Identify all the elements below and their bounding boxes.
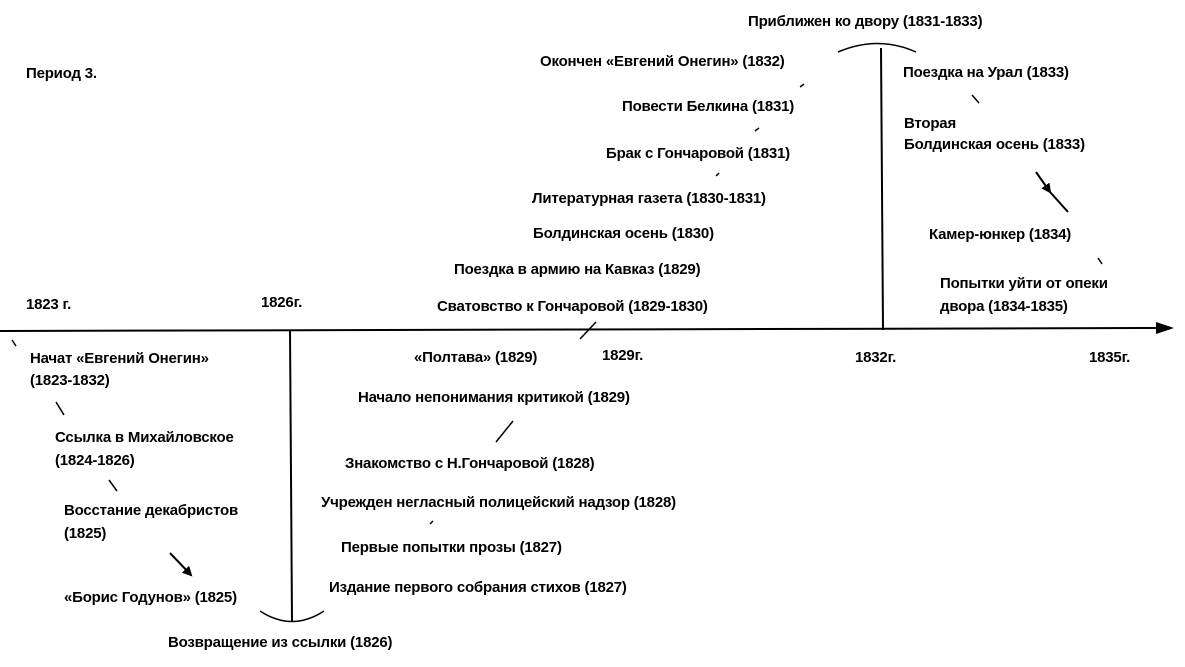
event-kamer-yunker: Камер-юнкер (1834) <box>929 226 1072 243</box>
event-ssylka-line2: (1824-1826) <box>55 452 135 469</box>
event-proza: Первые попытки прозы (1827) <box>341 539 562 556</box>
event-kritika: Начало непонимания критикой (1829) <box>358 389 630 406</box>
connector <box>429 520 434 525</box>
event-boldino2-line2: Болдинская осень (1833) <box>904 136 1085 153</box>
period-title: Период 3. <box>26 65 97 82</box>
event-opeka-line1: Попытки уйти от опеки <box>940 275 1108 292</box>
connector <box>799 83 805 88</box>
connector <box>1097 257 1103 265</box>
event-nadzor: Учрежден негласный полицейский надзор (1… <box>321 494 676 511</box>
event-boris: «Борис Годунов» (1825) <box>64 589 237 606</box>
event-nachat-onegin-line1: Начат «Евгений Онегин» <box>30 350 209 367</box>
event-kavkaz: Поездка в армию на Кавказ (1829) <box>454 261 701 278</box>
year-1829: 1829г. <box>602 347 644 364</box>
event-vosstanie-line1: Восстание декабристов <box>64 502 238 519</box>
arrow-boris <box>169 552 193 577</box>
event-vozvrashchenie: Возвращение из ссылки (1826) <box>168 634 393 651</box>
year-1835: 1835г. <box>1089 349 1131 366</box>
event-boldino2-line1: Вторая <box>904 115 957 132</box>
timeline-axis <box>0 327 1161 332</box>
event-priblizhen: Приближен ко двору (1831-1833) <box>748 13 983 30</box>
event-ural: Поездка на Урал (1833) <box>903 64 1069 81</box>
arrow-boldino2 <box>1035 171 1052 194</box>
event-belkin: Повести Белкина (1831) <box>622 98 795 115</box>
arc-1832 <box>837 42 917 53</box>
event-brak: Брак с Гончаровой (1831) <box>606 145 790 162</box>
connector <box>715 172 720 177</box>
divider-1832 <box>880 47 884 331</box>
event-poltava: «Полтава» (1829) <box>414 349 538 366</box>
event-ssylka-line1: Ссылка в Михайловское <box>55 429 234 446</box>
year-1832: 1832г. <box>855 349 897 366</box>
connector <box>495 420 514 443</box>
event-nachat-onegin-line2: (1823-1832) <box>30 372 110 389</box>
event-znakomstvo: Знакомство с Н.Гончаровой (1828) <box>345 455 595 472</box>
event-svatovstvo: Сватовство к Гончаровой (1829-1830) <box>437 298 708 315</box>
connector <box>1049 191 1069 213</box>
connector <box>55 401 65 416</box>
connector <box>11 339 17 347</box>
event-okonchen-onegin: Окончен «Евгений Онегин» (1832) <box>540 53 785 70</box>
divider-1826 <box>289 329 293 623</box>
event-izdanie: Издание первого собрания стихов (1827) <box>329 579 627 596</box>
event-vosstanie-line2: (1825) <box>64 525 107 542</box>
connector <box>971 94 980 104</box>
event-opeka-line2: двора (1834-1835) <box>940 298 1068 315</box>
year-1826: 1826г. <box>261 294 303 311</box>
timeline-axis-arrowhead <box>1156 322 1174 334</box>
arc-1826 <box>259 610 325 623</box>
connector <box>579 321 597 340</box>
event-boldino-1830: Болдинская осень (1830) <box>533 225 714 242</box>
connector <box>108 479 118 492</box>
connector <box>754 127 760 132</box>
event-gazeta: Литературная газета (1830-1831) <box>532 190 766 207</box>
year-1823: 1823 г. <box>26 296 72 313</box>
